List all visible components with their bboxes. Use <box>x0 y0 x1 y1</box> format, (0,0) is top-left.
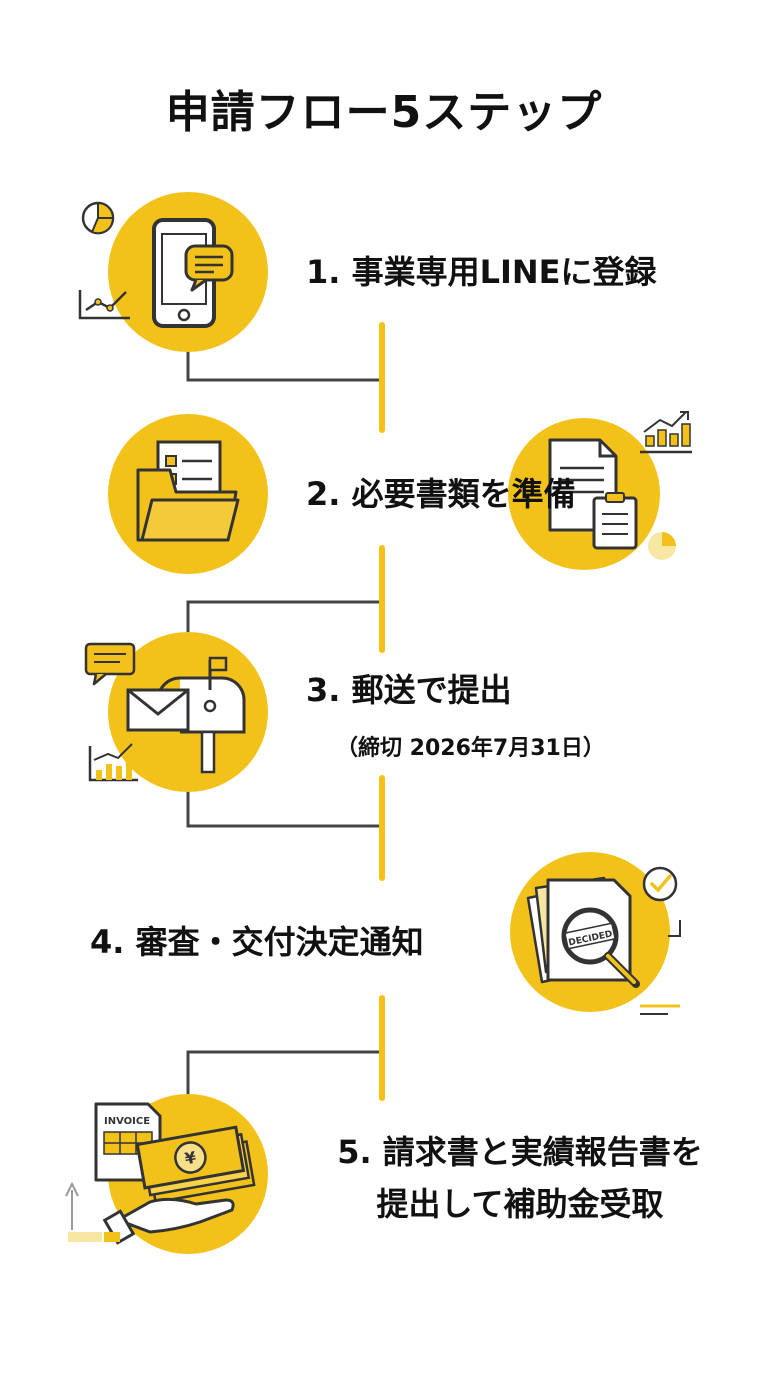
step-2-label: 2. 必要書類を準備 <box>306 475 576 513</box>
chat-bubble-icon <box>84 642 136 686</box>
page-title: 申請フロー5ステップ <box>165 87 603 138</box>
step-5-line-1: 5. 請求書と実績報告書を <box>337 1133 703 1171</box>
step-5-label: 5. 請求書と実績報告書を 提出して補助金受取 <box>300 1132 740 1224</box>
yen-symbol: ¥ <box>183 1148 197 1169</box>
pie-chart-icon <box>81 201 115 235</box>
step-5-line-2: 提出して補助金受取 <box>376 1185 664 1223</box>
smartphone-chat-icon <box>108 192 268 352</box>
invoice-label: INVOICE <box>104 1116 150 1127</box>
invoice-money-hand-icon: INVOICE ¥ <box>65 1094 268 1254</box>
mailbox-envelope-icon <box>108 632 268 792</box>
step-3-deadline: （締切 2026年7月31日） <box>336 736 605 761</box>
step-4-label: 4. 審査・交付決定通知 <box>90 923 424 961</box>
pie-chart-small-icon <box>648 532 676 560</box>
checkmark-circle-icon <box>640 866 681 1015</box>
growth-chart-icon <box>88 743 138 782</box>
documents-clipboard-icon <box>508 418 660 570</box>
bar-chart-up-icon <box>640 411 692 454</box>
decided-magnifier-icon: DECIDED <box>510 852 670 1012</box>
line-chart-icon <box>78 290 130 320</box>
step-3-label: 3. 郵送で提出 <box>306 671 512 709</box>
step-1-label: 1. 事業専用LINEに登録 <box>306 253 657 291</box>
folder-documents-icon <box>108 414 268 574</box>
